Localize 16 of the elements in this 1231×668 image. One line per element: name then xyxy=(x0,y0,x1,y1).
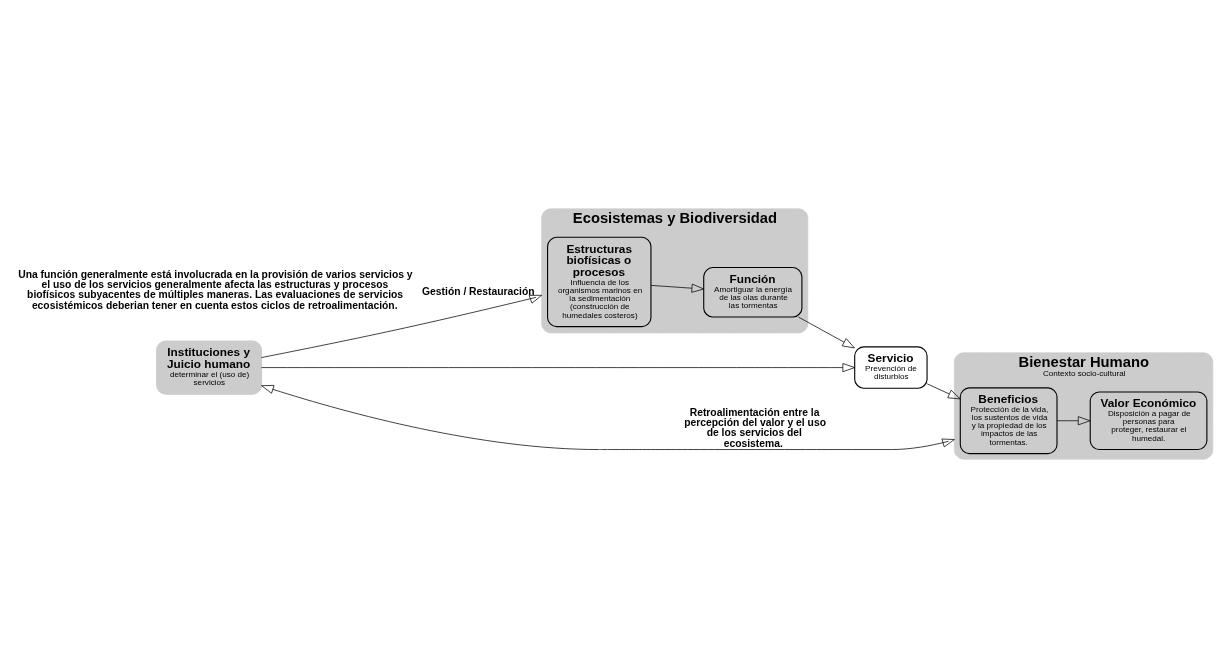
arrow xyxy=(650,283,705,293)
edge-label: Retroalimentación entre la percepción del valor y el uso de los servicios del ecosistema. xyxy=(684,406,826,449)
node-box: Servicio Prevención de disturbios xyxy=(854,346,928,389)
label: Una función generalmente está involucrada en la provisión de varios servicios y el uso de los servicios generalmente afecta las estructuras y procesos biofísicos subyacentes de múltiples maneras. Las evaluaciones de servicios ecosistémicos deberian tener en cuenta estos ciclos de retroalimentación. xyxy=(18,268,413,311)
arrow xyxy=(1056,416,1091,426)
node-box: Valor Económico Disposición a pagar de personas para proteger, restaurar el humedal. xyxy=(1089,391,1208,451)
arrow xyxy=(261,294,543,358)
arrow xyxy=(798,316,855,349)
arrow xyxy=(261,363,856,373)
node-box: Estructuras biofísicas o procesos Influencia de los organismos marinos en la sedimentación (construcción de humedales costeros) xyxy=(547,236,652,328)
arrow xyxy=(926,383,961,400)
node-box: Beneficios Protección de la vida, los sustentos de vida y la propiedad de los impactos de las tormentas. xyxy=(959,387,1058,455)
edge-label: Gestión / Restauración xyxy=(422,286,535,298)
arrow xyxy=(261,385,955,450)
node-box: Función Amortiguar la energía de las olas durante las tormentas xyxy=(703,267,803,318)
node-box: Instituciones y Juicio humano determinar el (uso de) servicios xyxy=(156,340,263,395)
